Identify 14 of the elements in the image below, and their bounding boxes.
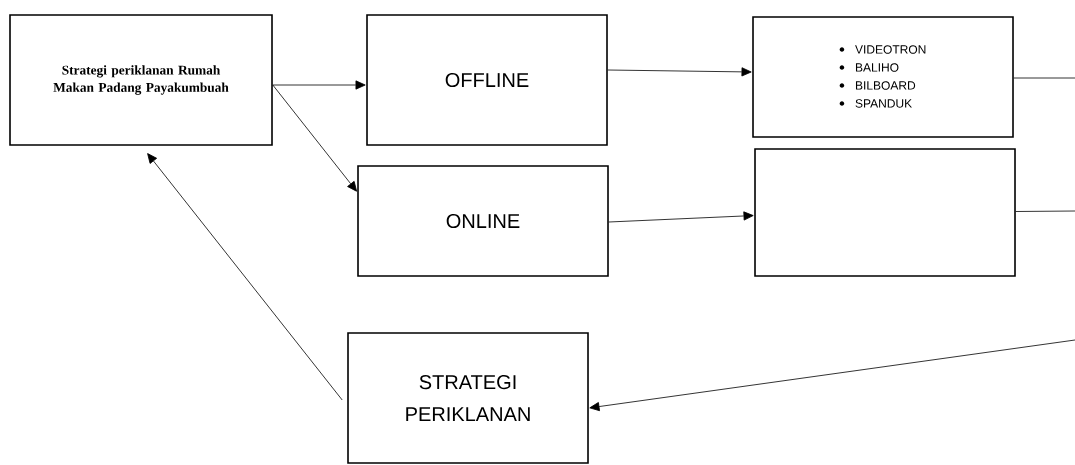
arrow	[147, 153, 343, 401]
list-box: VIDEOTRON BALIHO BILBOARD SPANDUK	[752, 16, 1014, 138]
arrow	[608, 211, 754, 223]
process-box: ONLINE	[357, 165, 609, 277]
title-box: Strategi periklanan Rumah Makan Padang Payakumbuah	[9, 14, 273, 146]
arrow	[607, 67, 752, 77]
connector-line	[1013, 77, 1075, 79]
arrow	[589, 339, 1075, 412]
process-box: OFFLINE	[366, 14, 608, 146]
arrow	[272, 84, 357, 192]
connector-line	[1015, 210, 1075, 212]
arrow	[272, 80, 366, 90]
process-box: STRATEGI PERIKLANAN	[347, 332, 589, 464]
list-box	[754, 148, 1016, 277]
